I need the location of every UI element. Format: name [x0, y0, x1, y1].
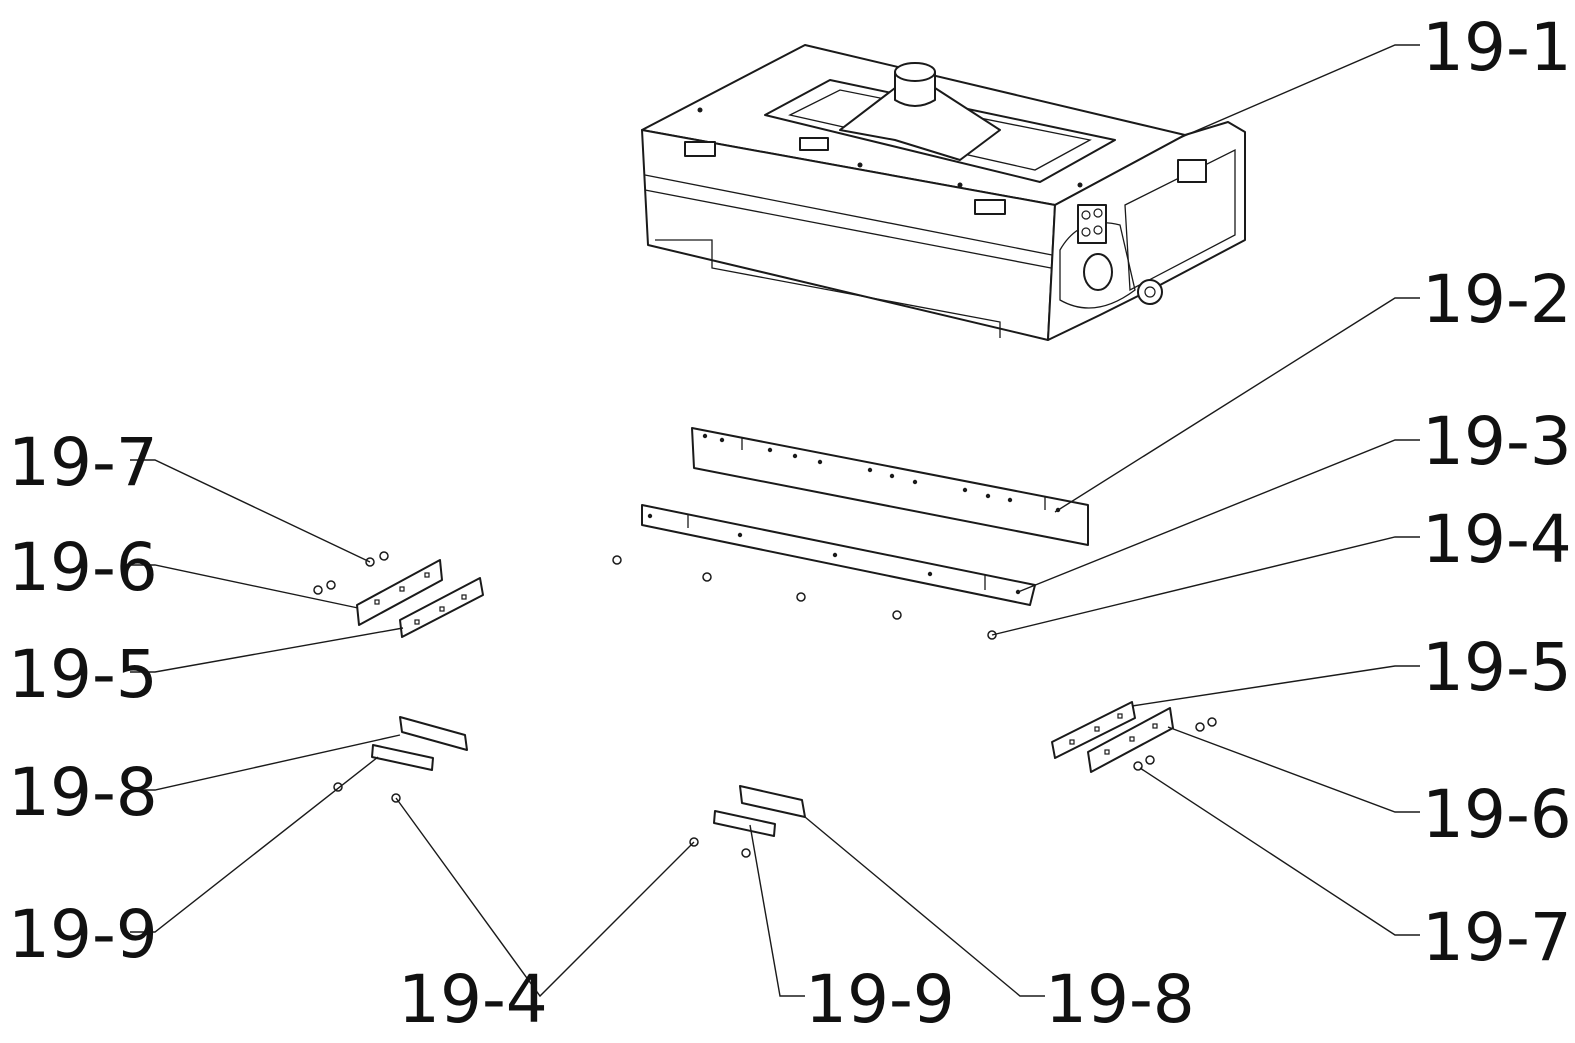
label-19-7-left: 19-7	[8, 424, 158, 501]
label-19-8-left: 19-8	[8, 754, 158, 831]
screw-icon	[796, 592, 806, 602]
bolt-icon	[326, 580, 336, 590]
cabinet-screw-dot	[1077, 182, 1083, 188]
leader-19-5-right	[1131, 665, 1420, 707]
label-19-1: 19-1	[1422, 9, 1572, 86]
part-19-2-rail	[691, 427, 1089, 546]
screw-icon	[702, 572, 712, 582]
leader-19-9-bottom	[749, 824, 805, 997]
plate-19-8-bottom	[739, 785, 806, 818]
left-bracket-group	[313, 551, 484, 638]
bolt-icon	[313, 585, 323, 595]
leader-19-8-bottom	[804, 816, 1045, 997]
cabinet-front-line	[644, 174, 1053, 256]
plate-19-9-bottom	[713, 810, 776, 837]
cabinet-side-plate	[1059, 222, 1136, 309]
leader-19-6-right	[1167, 726, 1420, 813]
bracket-19-6-left	[356, 559, 443, 626]
plate-19-9-left	[371, 744, 434, 771]
label-19-4-bottom: 19-4	[398, 961, 548, 1038]
leader-19-5-left	[130, 627, 404, 673]
cabinet-port-rim	[894, 62, 936, 82]
label-19-6-right: 19-6	[1422, 776, 1572, 853]
label-19-9-bottom: 19-9	[805, 961, 955, 1038]
screw-icon	[612, 555, 622, 565]
bolt-icon	[1145, 755, 1155, 765]
plate-19-8-left	[399, 716, 468, 751]
label-19-9-left: 19-9	[8, 896, 158, 973]
cabinet-pin-bracket	[1177, 159, 1207, 183]
leader-19-6-left	[130, 564, 359, 609]
part-19-4-screws	[333, 555, 997, 858]
leader-19-2	[1054, 297, 1420, 513]
label-19-8-bottom: 19-8	[1045, 961, 1195, 1038]
cabinet-latch-left	[684, 141, 716, 157]
leader-19-1	[1174, 44, 1420, 141]
label-19-3: 19-3	[1422, 403, 1572, 480]
label-19-5-left: 19-5	[8, 636, 158, 713]
leader-lines	[130, 44, 1420, 998]
part-19-1-cabinet	[641, 44, 1246, 341]
leader-19-7-left	[130, 459, 371, 563]
label-19-7-right: 19-7	[1422, 899, 1572, 976]
leader-19-9-left	[130, 756, 379, 933]
leader-19-3	[1017, 439, 1420, 593]
cabinet-latch-mid	[799, 137, 829, 151]
leader-19-4-right	[991, 536, 1420, 636]
bolt-icon	[1195, 722, 1205, 732]
cabinet-side-hole	[1083, 253, 1113, 291]
label-19-2: 19-2	[1422, 261, 1572, 338]
label-19-4-right: 19-4	[1422, 501, 1572, 578]
cabinet-screw-dot	[957, 182, 963, 188]
cabinet-front-line-2	[644, 189, 1052, 269]
screw-icon	[892, 610, 902, 620]
cabinet-latch-right	[974, 199, 1006, 215]
bottom-plate-group	[713, 785, 806, 837]
screw-icon	[333, 782, 343, 792]
left-plate-group	[371, 716, 468, 771]
right-bracket-group	[1051, 701, 1217, 773]
cabinet-screw-dot	[857, 162, 863, 168]
label-19-6-left: 19-6	[8, 529, 158, 606]
cabinet-bottom-notch	[655, 239, 1001, 338]
rail-19-2-body	[691, 427, 1089, 546]
leader-19-7-right	[1139, 767, 1420, 936]
bolt-icon	[379, 551, 389, 561]
leader-19-8-left	[130, 734, 401, 791]
leader-19-4-bottom	[395, 797, 695, 998]
label-19-5-right: 19-5	[1422, 629, 1572, 706]
cabinet-screw-dot	[697, 107, 703, 113]
bolt-icon	[1207, 717, 1217, 727]
rail-19-3-body	[641, 504, 1036, 606]
callout-labels: 19-1 19-2 19-3 19-4 19-5 19-6 19-7 19-7 …	[8, 9, 1572, 1038]
screw-icon	[741, 848, 751, 858]
